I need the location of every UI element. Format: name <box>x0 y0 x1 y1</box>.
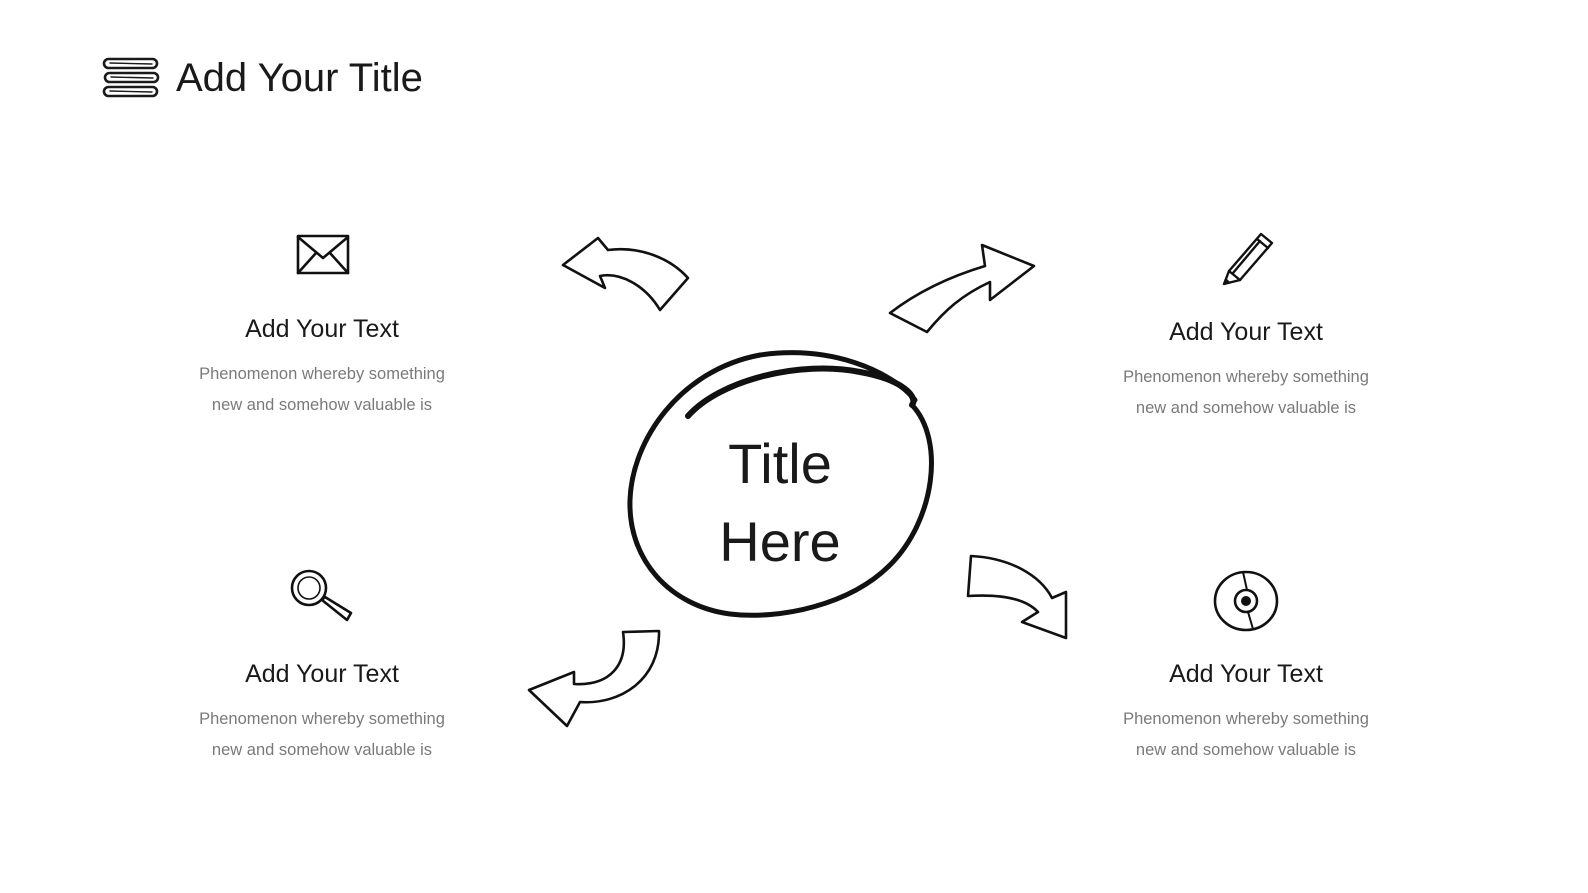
block-title: Add Your Text <box>245 315 399 343</box>
block-title: Add Your Text <box>1169 660 1323 688</box>
arrow-top-left <box>561 236 690 312</box>
center-title: Title Here <box>660 425 900 581</box>
block-desc-line: Phenomenon whereby something <box>1123 368 1369 386</box>
magnifier-icon <box>290 569 353 622</box>
arrow-bottom-left <box>527 629 661 728</box>
pencil-icon <box>1222 232 1274 286</box>
disc-icon <box>1213 570 1279 632</box>
block-desc-line: Phenomenon whereby something <box>1123 710 1369 728</box>
arrow-top-right <box>888 243 1036 334</box>
block-title: Add Your Text <box>245 660 399 688</box>
block-description: Phenomenon whereby something new and som… <box>157 359 487 421</box>
text-block-top-right: Add Your Text Phenomenon whereby somethi… <box>1081 226 1411 424</box>
block-desc-line: Phenomenon whereby something <box>199 365 445 383</box>
block-desc-line: new and somehow valuable is <box>1135 399 1357 417</box>
text-block-bottom-right: Add Your Text Phenomenon whereby somethi… <box>1081 568 1411 766</box>
block-description: Phenomenon whereby something new and som… <box>157 704 487 766</box>
text-block-bottom-left: Add Your Text Phenomenon whereby somethi… <box>157 566 487 766</box>
block-desc-line: new and somehow valuable is <box>1135 741 1357 759</box>
block-desc-line: new and somehow valuable is <box>211 396 433 414</box>
envelope-icon <box>296 234 350 275</box>
stack-icon <box>102 57 160 98</box>
page-title: Add Your Title <box>176 56 423 100</box>
text-block-top-left: Add Your Text Phenomenon whereby somethi… <box>157 230 487 421</box>
block-desc-line: new and somehow valuable is <box>211 741 433 759</box>
block-desc-line: Phenomenon whereby something <box>199 710 445 728</box>
center-circle <box>685 365 917 419</box>
center-title-line1: Title <box>728 432 832 495</box>
block-description: Phenomenon whereby something new and som… <box>1081 704 1411 766</box>
center-title-line2: Here <box>719 510 841 573</box>
arrow-bottom-right <box>966 554 1068 640</box>
block-description: Phenomenon whereby something new and som… <box>1081 362 1411 424</box>
block-title: Add Your Text <box>1169 318 1323 346</box>
